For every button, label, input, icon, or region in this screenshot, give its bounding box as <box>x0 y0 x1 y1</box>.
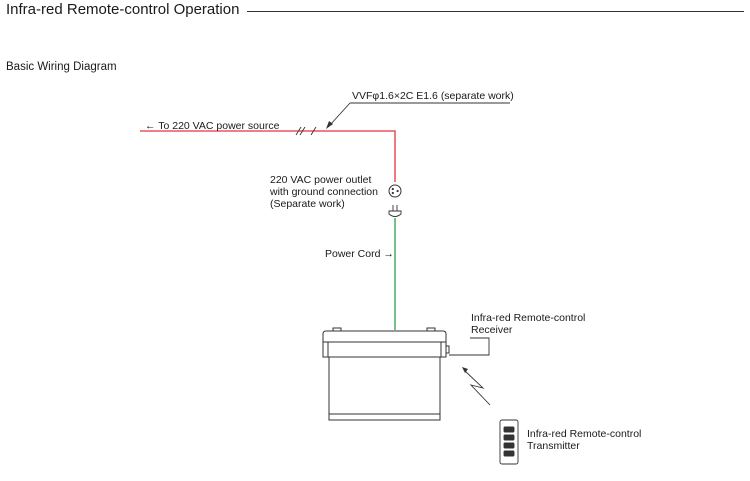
power-source-label: ← To 220 VAC power source <box>145 120 280 132</box>
outlet-label-line-2: with ground connection <box>269 186 378 198</box>
cable-spec-arrowhead <box>326 121 333 129</box>
receiver-label-line-2: Receiver <box>471 324 513 336</box>
receiver-leader <box>449 337 490 356</box>
outlet-label-line-3: (Separate work) <box>270 198 345 210</box>
supply-wire <box>140 130 396 182</box>
section-title: Basic Wiring Diagram <box>6 61 117 73</box>
plug-icon <box>388 205 402 217</box>
ir-signal-icon <box>462 367 491 406</box>
receiver-label-line-1: Infra-red Remote-control <box>471 312 585 324</box>
transmitter-label: Infra-red Remote-control Transmitter <box>527 428 644 452</box>
power-outlet-icon <box>388 184 402 198</box>
title-rule <box>247 11 744 12</box>
receiver-unit <box>322 327 450 421</box>
cable-spec-leader <box>329 102 510 126</box>
power-cord-label: Power Cord → <box>325 248 394 260</box>
transmitter-label-line-1: Infra-red Remote-control <box>527 428 641 440</box>
transmitter-label-line-2: Transmitter <box>527 440 580 452</box>
outlet-label: 220 VAC power outlet with ground connect… <box>269 174 381 210</box>
outlet-label-line-1: 220 VAC power outlet <box>270 174 371 186</box>
receiver-label: Infra-red Remote-control Receiver <box>471 312 588 336</box>
page-title: Infra-red Remote-control Operation <box>6 1 240 18</box>
transmitter-remote-icon <box>499 419 519 465</box>
wire-break-marks <box>295 126 317 136</box>
cable-spec-label: VVFφ1.6×2C E1.6 (separate work) <box>352 90 514 102</box>
